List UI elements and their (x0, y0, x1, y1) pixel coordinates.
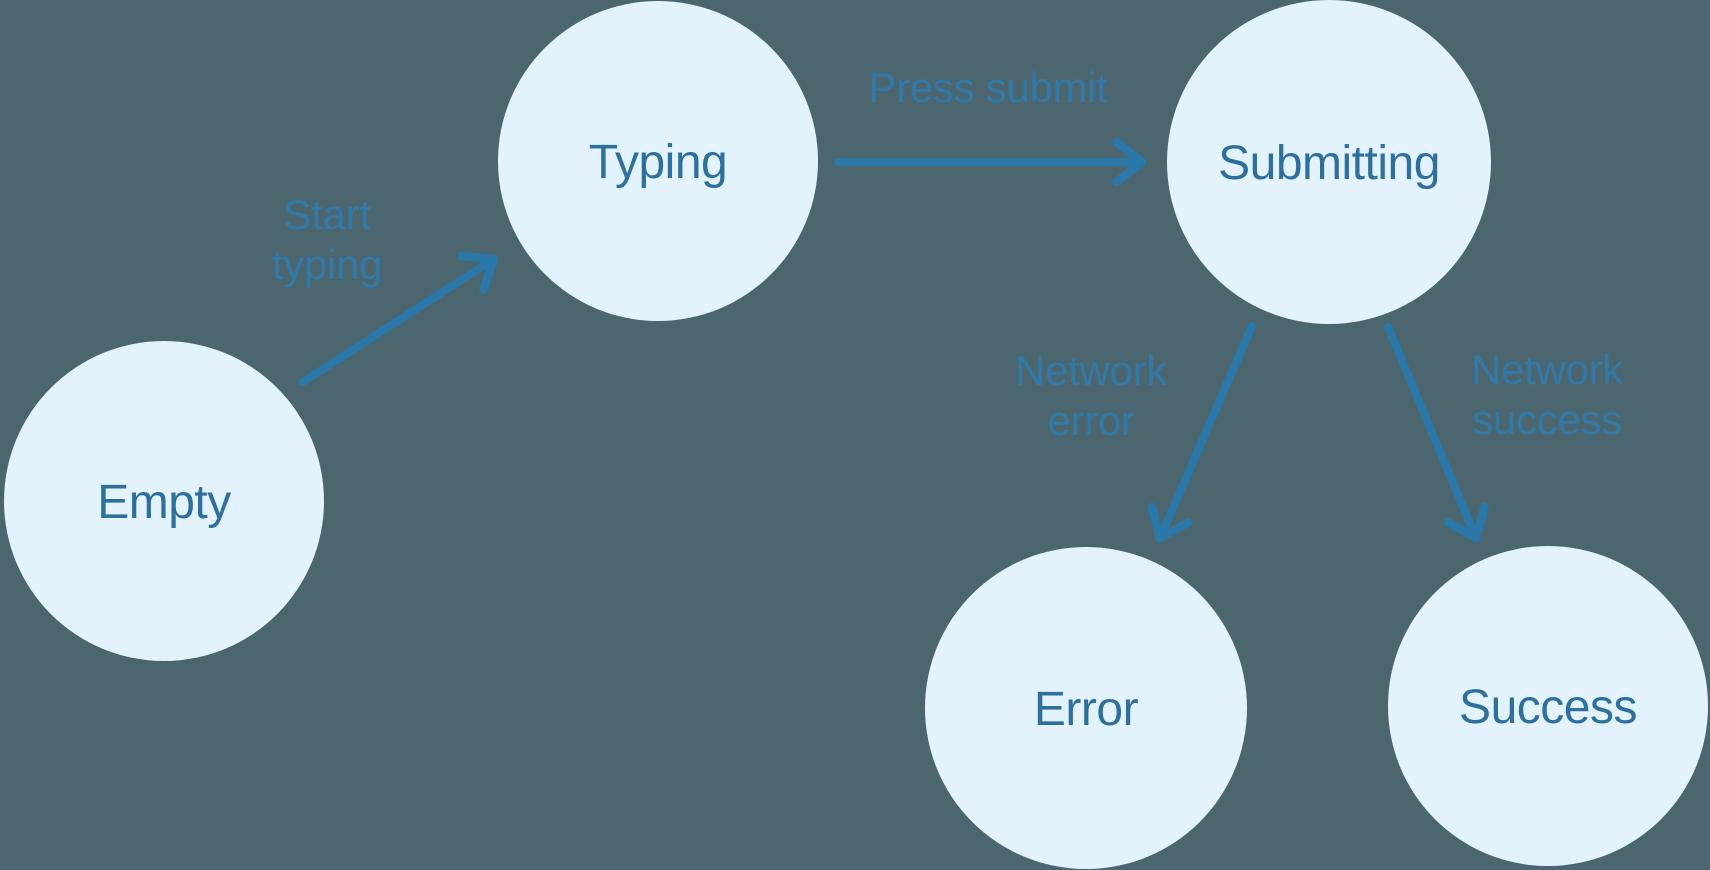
state-circle-error (925, 547, 1247, 869)
state-label-error: Error (1034, 683, 1139, 736)
state-label-success: Success (1459, 681, 1637, 734)
state-circle-success (1388, 546, 1708, 866)
state-circle-submitting (1167, 0, 1491, 324)
arrowhead-icon (1147, 502, 1193, 543)
arrowhead-icon (1112, 138, 1147, 186)
transition-label-line: error (1047, 397, 1134, 444)
transition-label-press-submit: Press submit (868, 64, 1108, 111)
transition-label-line: Network (1471, 346, 1624, 393)
arrowhead-icon (457, 251, 499, 294)
state-label-submitting: Submitting (1218, 137, 1440, 190)
arrow-shaft-network-success (1384, 323, 1477, 535)
state-node-submitting: Submitting (1167, 0, 1491, 324)
state-node-success: Success (1388, 546, 1708, 866)
arrow-shaft-start-typing (299, 259, 492, 386)
arrowhead-icon (1443, 502, 1489, 543)
transition-label-line: Press submit (868, 64, 1108, 111)
state-circle-empty (4, 341, 324, 661)
state-node-error: Error (925, 547, 1247, 869)
state-circle-typing (498, 1, 818, 321)
transition-label-line: typing (272, 241, 382, 288)
transition-label-line: Start (283, 191, 371, 238)
transition-label-line: success (1472, 396, 1622, 443)
state-label-empty: Empty (97, 476, 231, 529)
state-label-typing: Typing (589, 136, 727, 189)
transition-label-line: Network (1015, 347, 1168, 394)
state-node-typing: Typing (498, 1, 818, 321)
state-node-empty: Empty (4, 341, 324, 661)
arrow-shaft-network-error (1159, 322, 1256, 535)
transition-press-submit: Press submit (834, 64, 1147, 186)
